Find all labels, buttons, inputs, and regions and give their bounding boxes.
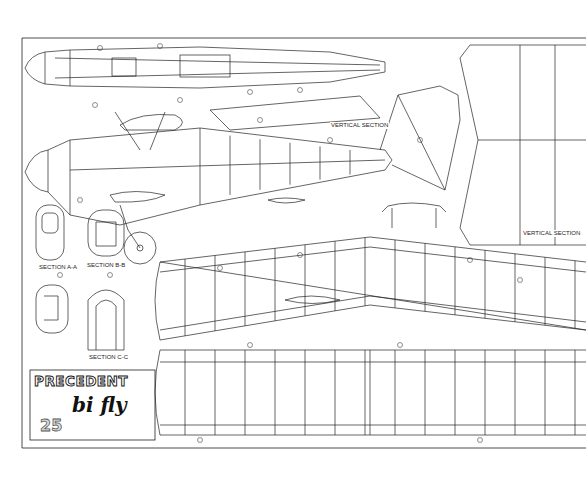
wing-rib [215, 350, 216, 435]
callout-circle [78, 198, 83, 203]
wheel [124, 232, 156, 264]
callout-circle [298, 253, 303, 258]
callout-circle [478, 438, 483, 443]
wing-rib [365, 350, 366, 435]
wing-rib [515, 254, 516, 322]
callout-circle [298, 88, 303, 93]
fuselage-side [25, 86, 460, 248]
former-line [290, 143, 291, 185]
model-size: 25 [40, 416, 62, 435]
wing-rib [275, 248, 276, 321]
callout-circle [518, 278, 523, 283]
wing-rib [575, 261, 576, 329]
wheel-hub [137, 245, 143, 251]
wing-rib [305, 350, 306, 435]
section-label: SECTION C-C [88, 354, 129, 361]
wing-rib [455, 247, 456, 315]
callout-circle [248, 343, 253, 348]
wing-rib [425, 243, 426, 311]
model-name: bi fly [72, 395, 127, 415]
wing-rib [545, 257, 546, 325]
callout-circle [178, 98, 183, 103]
strut-section [268, 198, 305, 203]
wing-rib [575, 350, 576, 435]
former-sections [36, 205, 124, 350]
section-label: VERTICAL SECTION [330, 122, 389, 129]
wing-rib [545, 350, 546, 435]
callout-circle [58, 273, 63, 278]
plan-title: PRECEDENT [34, 374, 152, 389]
wing-rib [455, 350, 456, 435]
callout-circle [398, 343, 403, 348]
title-block-frame [30, 370, 155, 440]
wing-rib [485, 350, 486, 435]
wing-rib [245, 350, 246, 435]
callout-circle [198, 438, 203, 443]
callout-circle [418, 138, 423, 143]
former-line [260, 139, 261, 190]
upper-wing [155, 237, 586, 340]
wing-rib [395, 240, 396, 308]
sheet-border [22, 38, 586, 448]
wing-rib [185, 259, 186, 336]
wing-rib [185, 350, 186, 435]
callout-circle [248, 90, 253, 95]
wing-rib [275, 350, 276, 435]
wing-rib [305, 245, 306, 316]
wing-rib [395, 350, 396, 435]
callout-circle [468, 258, 473, 263]
wing-rib [245, 252, 246, 326]
wing-rib [425, 350, 426, 435]
section-label: SECTION A-A [38, 264, 78, 271]
wing-rib [335, 350, 336, 435]
callout-circle [98, 46, 103, 51]
callout-circle [108, 273, 113, 278]
former-line [350, 150, 351, 175]
callout-circle [218, 266, 223, 271]
wing-rib [365, 238, 366, 306]
wing-rib [515, 350, 516, 435]
callout-circle [258, 118, 263, 123]
title-block: PRECEDENT bi fly 25 [34, 374, 152, 436]
stabilizer-joiner [382, 203, 446, 228]
former-line [320, 146, 321, 179]
section-label: SECTION B-B [86, 262, 126, 269]
fuselage-plan [25, 47, 385, 88]
wing-rib [215, 255, 216, 330]
wing-rib [335, 241, 336, 311]
callout-circle [93, 103, 98, 108]
tailplane [460, 45, 586, 245]
callout-circle [158, 44, 163, 49]
section-label: VERTICAL SECTION [522, 230, 581, 237]
callout-circle [328, 138, 333, 143]
wing-rib [485, 250, 486, 318]
lower-wing [155, 350, 586, 435]
former-line [230, 136, 231, 195]
